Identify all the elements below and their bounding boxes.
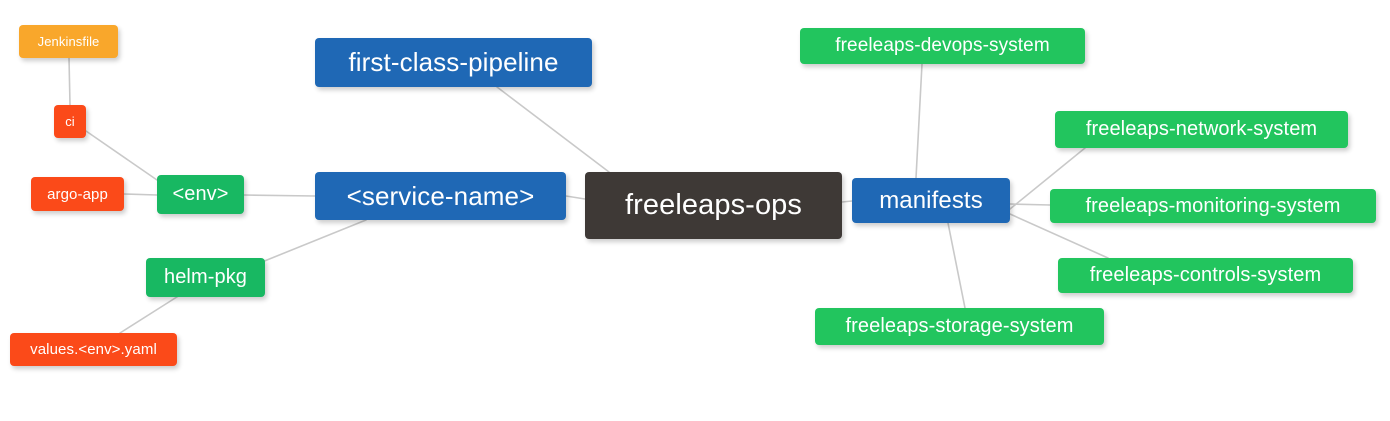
edge-jenkinsfile-to-ci <box>68 57 71 106</box>
node-network[interactable]: freeleaps-network-system <box>1055 111 1348 148</box>
node-ci[interactable]: ci <box>54 105 86 138</box>
edge-manifests-to-devops <box>915 63 923 179</box>
node-pipeline[interactable]: first-class-pipeline <box>315 38 592 87</box>
edge-pipeline-to-freeleaps-ops <box>496 86 610 173</box>
node-env[interactable]: <env> <box>157 175 244 214</box>
node-argo-app[interactable]: argo-app <box>31 177 124 211</box>
node-monitoring[interactable]: freeleaps-monitoring-system <box>1050 189 1376 223</box>
node-service-name[interactable]: <service-name> <box>315 172 566 220</box>
edge-argo-app-to-env <box>123 193 158 196</box>
node-jenkinsfile[interactable]: Jenkinsfile <box>19 25 118 58</box>
node-devops[interactable]: freeleaps-devops-system <box>800 28 1085 64</box>
node-storage[interactable]: freeleaps-storage-system <box>815 308 1104 345</box>
node-controls[interactable]: freeleaps-controls-system <box>1058 258 1353 293</box>
node-helm-pkg[interactable]: helm-pkg <box>146 258 265 297</box>
edge-values-yaml-to-helm-pkg <box>119 294 181 334</box>
node-freeleaps-ops[interactable]: freeleaps-ops <box>585 172 842 239</box>
edge-ci-to-env <box>85 130 158 181</box>
edge-helm-pkg-to-service-name <box>261 219 367 263</box>
edge-manifests-to-storage <box>947 222 966 309</box>
node-values-yaml[interactable]: values.<env>.yaml <box>10 333 177 366</box>
edge-env-to-service-name <box>243 194 316 197</box>
node-manifests[interactable]: manifests <box>852 178 1010 223</box>
edge-service-name-to-freeleaps-ops <box>565 195 586 200</box>
edge-freeleaps-ops-to-manifests <box>841 200 853 203</box>
edge-manifests-to-monitoring <box>1009 203 1051 206</box>
